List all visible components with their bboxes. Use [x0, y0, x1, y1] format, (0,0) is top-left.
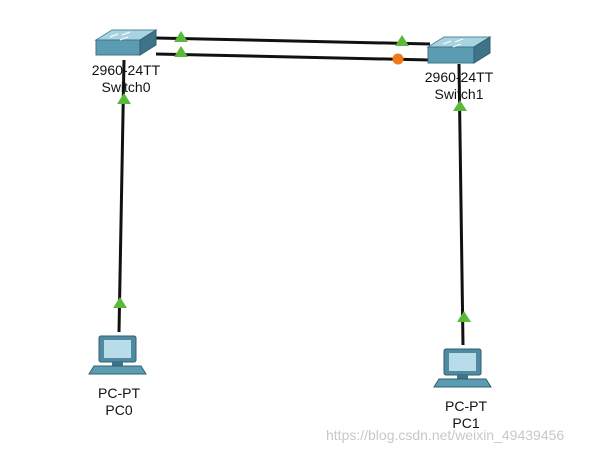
pc1-label: PC-PT PC1: [431, 398, 501, 432]
switch0-model: 2960-24TT: [91, 62, 161, 78]
pc1-icon[interactable]: [433, 348, 492, 388]
switch1-name: Switch1: [434, 86, 484, 102]
pc0-label: PC-PT PC0: [84, 385, 154, 419]
pc0-icon[interactable]: [88, 335, 147, 375]
status-up-switch0-access: [117, 93, 131, 104]
status-up-pc1: [457, 311, 471, 322]
switch0-name: Switch0: [101, 79, 151, 95]
status-up-switch1-trunk-a: [395, 35, 409, 46]
status-up-switch0-trunk-a: [174, 31, 188, 42]
status-up-pc0: [113, 297, 127, 308]
link-switch0-switch1-a[interactable]: [155, 36, 431, 46]
switch1-label: 2960-24TT Switch1: [415, 69, 503, 103]
pc0-model: PC-PT: [98, 385, 140, 401]
switch1-icon[interactable]: [426, 36, 492, 64]
link-switch0-pc0[interactable]: [117, 59, 126, 333]
pc1-name: PC1: [452, 415, 480, 431]
status-blocking-switch1-trunk-b: [392, 53, 404, 65]
watermark: https://blog.csdn.net/weixin_49439456: [326, 427, 565, 443]
status-up-switch1-access: [453, 100, 467, 111]
link-switch0-switch1-b[interactable]: [155, 52, 431, 62]
switch0-icon[interactable]: [94, 29, 158, 56]
switch0-label: 2960-24TT Switch0: [82, 62, 170, 96]
pc1-model: PC-PT: [445, 398, 487, 414]
switch1-model: 2960-24TT: [424, 69, 494, 85]
pc0-name: PC0: [105, 402, 133, 418]
status-up-switch0-trunk-b: [174, 46, 188, 57]
